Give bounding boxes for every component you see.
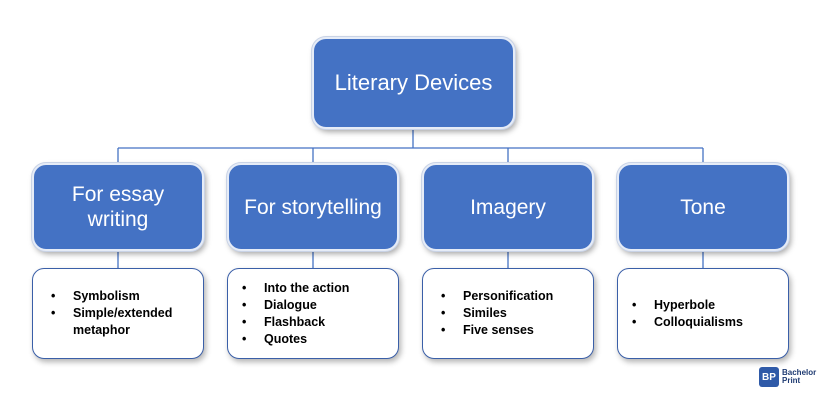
bullet-list: Symbolism Simple/extended metaphor bbox=[33, 288, 203, 339]
category-label: For essay writing bbox=[71, 183, 165, 231]
list-item: Similes bbox=[441, 305, 553, 322]
list-item: Colloquialisms bbox=[632, 314, 743, 331]
book-icon: BP bbox=[759, 367, 779, 387]
list-item: Quotes bbox=[242, 331, 349, 348]
list-item: Hyperbole bbox=[632, 297, 743, 314]
category-label: Imagery bbox=[470, 195, 546, 219]
root-label: Literary Devices bbox=[334, 70, 493, 95]
bachelor-print-logo: BP Bachelor Print bbox=[759, 366, 819, 388]
category-tone: Tone bbox=[617, 163, 789, 251]
storytelling-card: Into the action Dialogue Flashback Quote… bbox=[227, 268, 399, 359]
bullet-list: Into the action Dialogue Flashback Quote… bbox=[228, 280, 350, 348]
category-storytelling: For storytelling bbox=[227, 163, 399, 251]
bullet-list: Personification Similes Five senses bbox=[423, 288, 553, 339]
list-item: Simple/extended metaphor bbox=[51, 305, 203, 339]
tone-card: Hyperbole Colloquialisms bbox=[617, 268, 789, 359]
category-essay-writing: For essay writing bbox=[32, 163, 204, 251]
list-item: Dialogue bbox=[242, 297, 349, 314]
category-label: For storytelling bbox=[244, 195, 382, 219]
list-item: Flashback bbox=[242, 314, 349, 331]
category-label: Tone bbox=[680, 195, 726, 219]
list-item: Five senses bbox=[441, 322, 553, 339]
root-node: Literary Devices bbox=[312, 37, 515, 129]
imagery-card: Personification Similes Five senses bbox=[422, 268, 594, 359]
list-item: Into the action bbox=[242, 280, 350, 297]
essay-writing-card: Symbolism Simple/extended metaphor bbox=[32, 268, 204, 359]
bullet-list: Hyperbole Colloquialisms bbox=[618, 297, 743, 331]
list-item: Symbolism bbox=[51, 288, 203, 305]
list-item: Personification bbox=[441, 288, 553, 305]
category-imagery: Imagery bbox=[422, 163, 594, 251]
logo-text: Bachelor Print bbox=[782, 368, 817, 385]
